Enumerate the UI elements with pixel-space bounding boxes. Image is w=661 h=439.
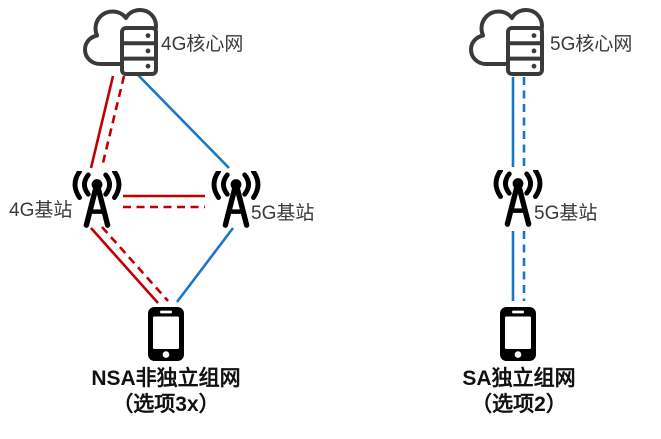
link-4gbs-phone-solid [90,227,159,304]
cloud-server-icon [83,8,158,76]
label-5g-base-station: 5G基站 [251,203,315,224]
link-4gcore-5gbs-solid [137,74,230,169]
label-4g-base-station: 4G基站 [9,200,73,221]
caption-nsa-title: NSA非独立组网 [91,367,241,390]
link-4gbs-phone-dashed [101,226,169,302]
smartphone-icon [500,307,536,361]
caption-sa-title: SA独立组网 [462,367,576,390]
smartphone-icon [148,307,184,361]
label-5g-core-network: 5G核心网 [550,34,633,55]
label-4g-core-network: 4G核心网 [161,34,244,55]
link-4gcore-4gbs-solid [89,75,115,169]
label-5g-base-station: 5G基站 [534,203,598,224]
link-4gcore-4gbs-dashed [100,75,126,168]
nsa-connection-lines [89,74,235,304]
caption-sa-option: （选项2） [471,393,567,416]
antenna-icon [75,171,119,225]
cloud-server-icon [469,8,544,76]
caption-nsa-option: （选项3x） [112,393,220,416]
sa-connection-lines [511,77,526,301]
link-5gbs-phone-solid [175,227,235,303]
